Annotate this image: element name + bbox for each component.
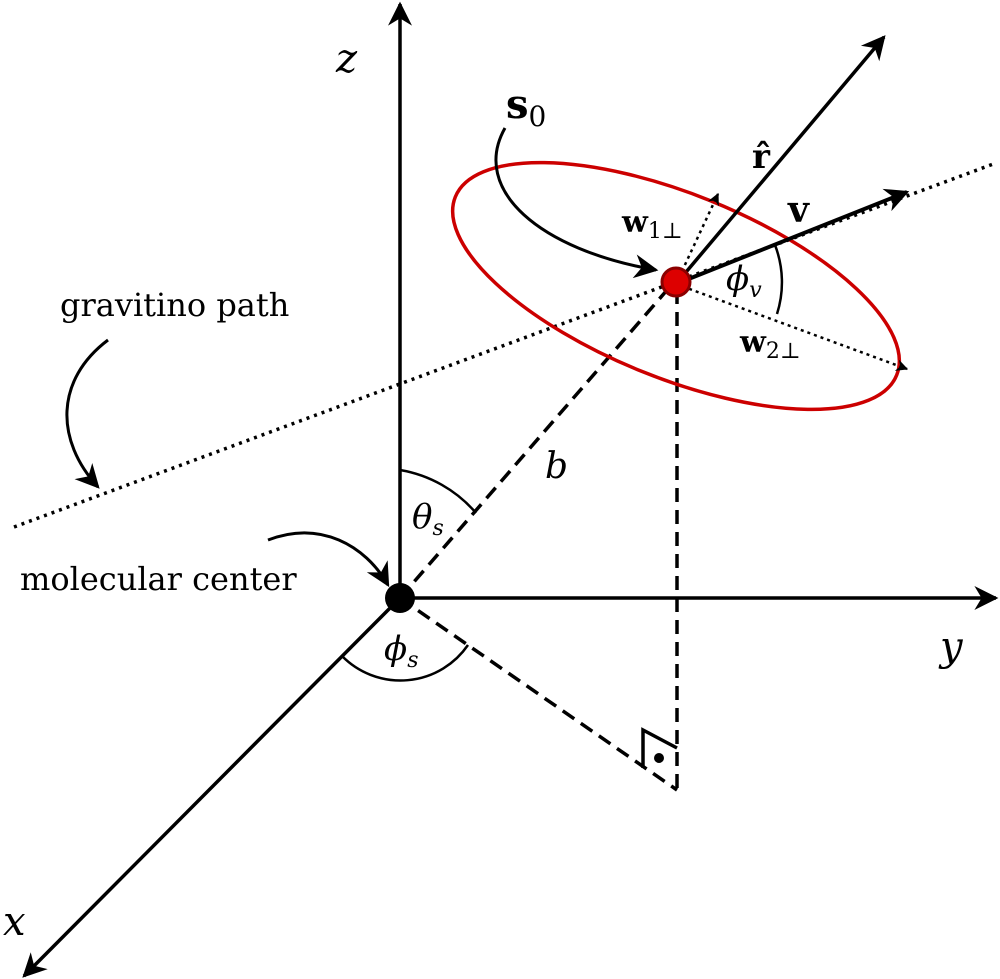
b-label: b bbox=[545, 446, 568, 487]
x-axis-label: x bbox=[3, 899, 26, 945]
v-vector bbox=[675, 188, 910, 286]
v-label: v bbox=[787, 189, 810, 231]
phi-v-label: ϕv bbox=[726, 259, 762, 303]
right-angle-marker bbox=[641, 727, 678, 768]
right-angle-dot bbox=[654, 753, 664, 763]
s0-pointer-arrow bbox=[494, 127, 659, 279]
theta-s-label: θs bbox=[412, 497, 444, 541]
r-hat-label: r̂ bbox=[752, 137, 771, 177]
gravitino-path-label: gravitino path bbox=[60, 286, 289, 324]
b-line bbox=[398, 280, 676, 600]
s0-label: s0 bbox=[506, 81, 546, 133]
x-axis bbox=[22, 596, 402, 978]
z-axis-label: z bbox=[335, 36, 358, 82]
w2-label: w2⊥ bbox=[739, 325, 801, 364]
phi-v-arc bbox=[773, 244, 784, 315]
y-axis-label: y bbox=[938, 624, 964, 670]
gravitino-pointer-arrow bbox=[65, 338, 109, 489]
w1-label: w1⊥ bbox=[621, 205, 683, 244]
molecular-center-pointer-arrow bbox=[267, 531, 390, 588]
r-hat-vector bbox=[674, 35, 886, 286]
w2-vector bbox=[675, 282, 909, 371]
molecular-center-label: molecular center bbox=[20, 560, 297, 598]
theta-s-arc bbox=[399, 468, 477, 514]
xy-projection-line bbox=[399, 596, 678, 792]
phi-s-label: ϕs bbox=[384, 629, 418, 673]
particle-dot bbox=[660, 266, 692, 298]
molecular-center-dot bbox=[385, 583, 415, 613]
phi-s-arc bbox=[341, 644, 470, 682]
gravitino-path-line bbox=[13, 161, 997, 529]
